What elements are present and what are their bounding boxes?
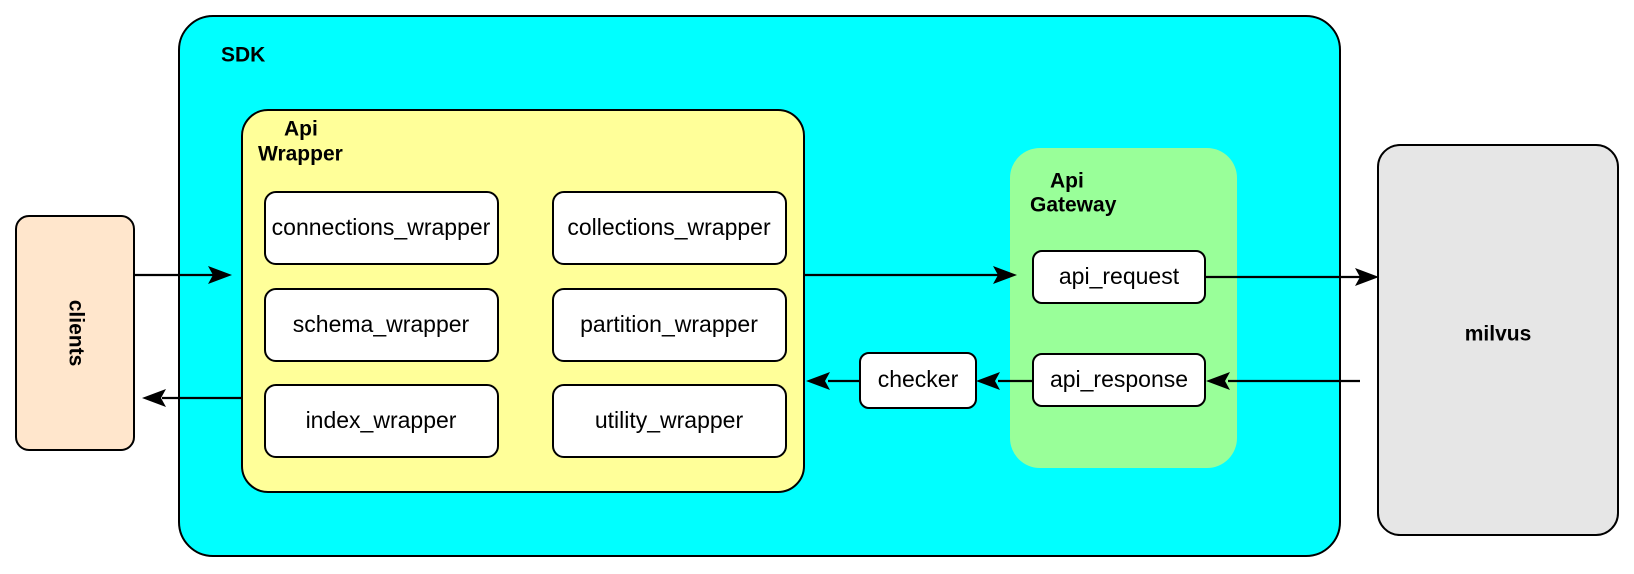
partition-wrapper-box[interactable] (552, 288, 787, 362)
api-response-label: api_response (1050, 366, 1188, 392)
edge-response-to-checker (976, 372, 1033, 390)
milvus-label: milvus (1465, 323, 1532, 346)
partition-wrapper-label: partition_wrapper (580, 311, 758, 337)
api-gateway-label-line2: Gateway (1030, 194, 1117, 217)
api-wrapper-label-line1: Api (284, 118, 318, 141)
milvus-box[interactable] (1377, 144, 1619, 536)
clients-box[interactable] (15, 215, 135, 451)
checker-label: checker (878, 366, 959, 392)
utility-wrapper-label: utility_wrapper (595, 407, 744, 433)
index-wrapper-box[interactable] (264, 384, 499, 458)
collections-wrapper-label: collections_wrapper (567, 214, 771, 240)
clients-label: clients (64, 300, 87, 367)
edge-request-to-milvus (1205, 268, 1379, 286)
api-request-label: api_request (1059, 263, 1180, 289)
edge-wrapper-to-clients (142, 389, 242, 407)
collections-wrapper-box[interactable] (552, 191, 787, 265)
schema-wrapper-box[interactable] (264, 288, 499, 362)
edge-milvus-to-response (1206, 372, 1360, 390)
api-gateway-label-line1: Api (1050, 170, 1084, 193)
connections-wrapper-label: connections_wrapper (272, 214, 491, 240)
api-wrapper-label-line2: Wrapper (258, 143, 343, 166)
utility-wrapper-box[interactable] (552, 384, 787, 458)
index-wrapper-label: index_wrapper (306, 407, 457, 433)
connections-wrapper-box[interactable] (264, 191, 499, 265)
edge-clients-to-wrapper (134, 266, 232, 284)
edge-checker-to-wrapper (806, 372, 860, 390)
sdk-label: SDK (221, 44, 265, 67)
edge-wrapper-to-gateway (805, 266, 1017, 284)
schema-wrapper-label: schema_wrapper (293, 311, 470, 337)
